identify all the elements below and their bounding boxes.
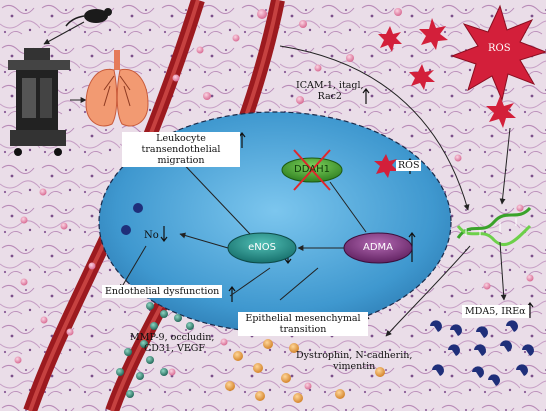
mda5-label: MDA5, IREα [462,305,529,318]
no-label: No [144,230,159,241]
leukocyte-line-1: Leukocyte transendothelial [141,133,221,155]
ros-star-icon [450,4,546,102]
blood-vessel-left [23,0,205,411]
icam-line-1: ICAM-1, itagl, [296,80,364,91]
dna-helix-icon [456,206,532,247]
ros-small-label: ROS [396,160,422,171]
lungs-icon [85,50,149,127]
ddah1-label: DDAH1 [294,164,330,175]
mouse-icon [65,8,112,27]
dystrophin-line-1: Dystrophin, N-cadherin, [296,350,413,361]
mmp-line-2: CD31, VEGF [144,343,205,354]
mmp-line-1: MMP-9, occludin, [130,332,215,343]
ros-big-label: ROS [488,43,511,54]
no-molecule [133,203,143,213]
icam-label: ICAM-1, itagl, Rac2 [296,80,364,102]
dystrophin-label: Dystrophin, N-cadherin, vimentin [296,350,412,372]
no-molecule [121,225,131,235]
cross-icon [293,149,331,191]
exposure-chamber-icon [8,48,70,156]
teal-beads [116,302,194,398]
adma-label: ADMA [362,242,393,253]
endothelial-dysfunction-label: Endothelial dysfunction [102,285,223,298]
ros-small-stars [374,18,516,178]
leukocyte-label: Leukocyte transendothelial migration [122,132,240,167]
icam-line-2: Rac2 [317,91,342,102]
emt-line-2: transition [279,324,327,335]
arrow-to-dna [279,45,470,211]
pacman-molecules [430,320,534,386]
dystrophin-line-2: vimentin [333,361,376,372]
leukocyte-line-2: migration [157,155,205,166]
pathway-arrows [119,155,367,301]
enos-label: eNOS [248,242,276,253]
emt-line-1: Epithelial mesenchymal [245,313,361,324]
mmp-label: MMP-9, occludin, CD31, VEGF [120,332,214,354]
emt-label: Epithelial mesenchymal transition [238,312,368,336]
